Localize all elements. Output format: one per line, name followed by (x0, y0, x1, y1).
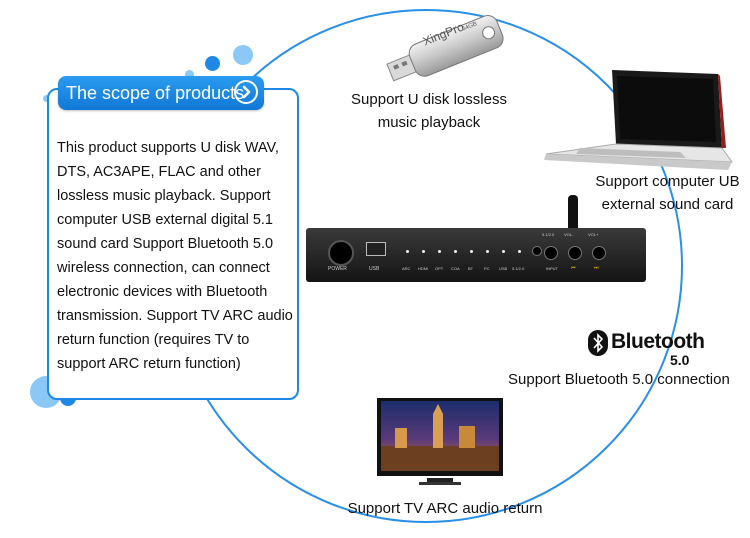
vol-minus-label: VOL- (564, 232, 574, 237)
decor-dot (185, 70, 194, 79)
scope-tab[interactable]: The scope of products (58, 76, 264, 110)
scope-title: The scope of products (66, 83, 245, 103)
usb-caption-line1: Support U disk lossless (351, 91, 507, 108)
decor-dot (43, 95, 50, 102)
usb-caption: Support U disk lossless music playback (348, 88, 510, 134)
indicator-label: 5.1/2.0 (512, 266, 525, 271)
indicator-strip: ARC HDMI OPT COA BT PC USB 5.1/2.0 (400, 250, 532, 271)
laptop-image (540, 68, 735, 178)
audio-decoder-device: POWER USB ARC HDMI OPT COA BT PC USB 5.1… (306, 228, 646, 282)
scope-panel: This product supports U disk WAV, DTS, A… (47, 88, 299, 400)
chevron-right-circle-icon[interactable] (234, 80, 258, 104)
bluetooth-logo: Bluetooth 5.0 (588, 330, 708, 370)
tv-image (375, 396, 505, 488)
antenna (568, 195, 578, 233)
prev-track-icon: ⏮ (571, 265, 576, 271)
bluetooth-icon (588, 330, 608, 356)
power-label: POWER (328, 266, 347, 272)
indicator-led (502, 250, 505, 253)
indicator-label: BT (468, 266, 474, 271)
bluetooth-logo-text: Bluetooth (611, 330, 705, 353)
input-button (544, 246, 558, 260)
decor-dot (233, 45, 253, 65)
usb-port-label: USB (369, 266, 380, 272)
bluetooth-version: 5.0 (670, 352, 690, 368)
indicator-led (406, 250, 409, 253)
indicator-led (454, 250, 457, 253)
usb-caption-line2: music playback (377, 114, 481, 131)
power-knob (328, 240, 354, 266)
input-label: INPUT (546, 266, 558, 271)
indicator-led (422, 250, 425, 253)
vol-down-button (568, 246, 582, 260)
indicator-led (438, 250, 441, 253)
vol-plus-label: VOL+ (588, 232, 599, 237)
indicator-label: COA (451, 266, 460, 271)
usb-drive-image: XingPro 64GB (380, 5, 510, 83)
product-description: This product supports U disk WAV, DTS, A… (57, 140, 293, 372)
laptop-caption-line1: Support computer UB (595, 173, 740, 190)
indicator-label: OPT (435, 266, 444, 271)
bluetooth-caption: Support Bluetooth 5.0 connection (508, 371, 730, 388)
mode-label: 5.1/2.0 (542, 232, 555, 237)
next-track-icon: ⏭ (594, 265, 599, 271)
indicator-label: PC (484, 266, 490, 271)
indicator-label: ARC (402, 266, 411, 271)
mode-button (532, 246, 542, 256)
laptop-caption-line2: external sound card (601, 196, 734, 213)
indicator-label: HDMI (418, 266, 429, 271)
decor-dot (205, 56, 220, 71)
indicator-led (470, 250, 473, 253)
indicator-led (486, 250, 489, 253)
usb-port (366, 242, 386, 256)
tv-caption: Support TV ARC audio return (347, 500, 543, 517)
vol-up-button (592, 246, 606, 260)
laptop-caption: Support computer UB external sound card (590, 170, 745, 216)
indicator-led (518, 250, 521, 253)
indicator-label: USB (499, 266, 508, 271)
